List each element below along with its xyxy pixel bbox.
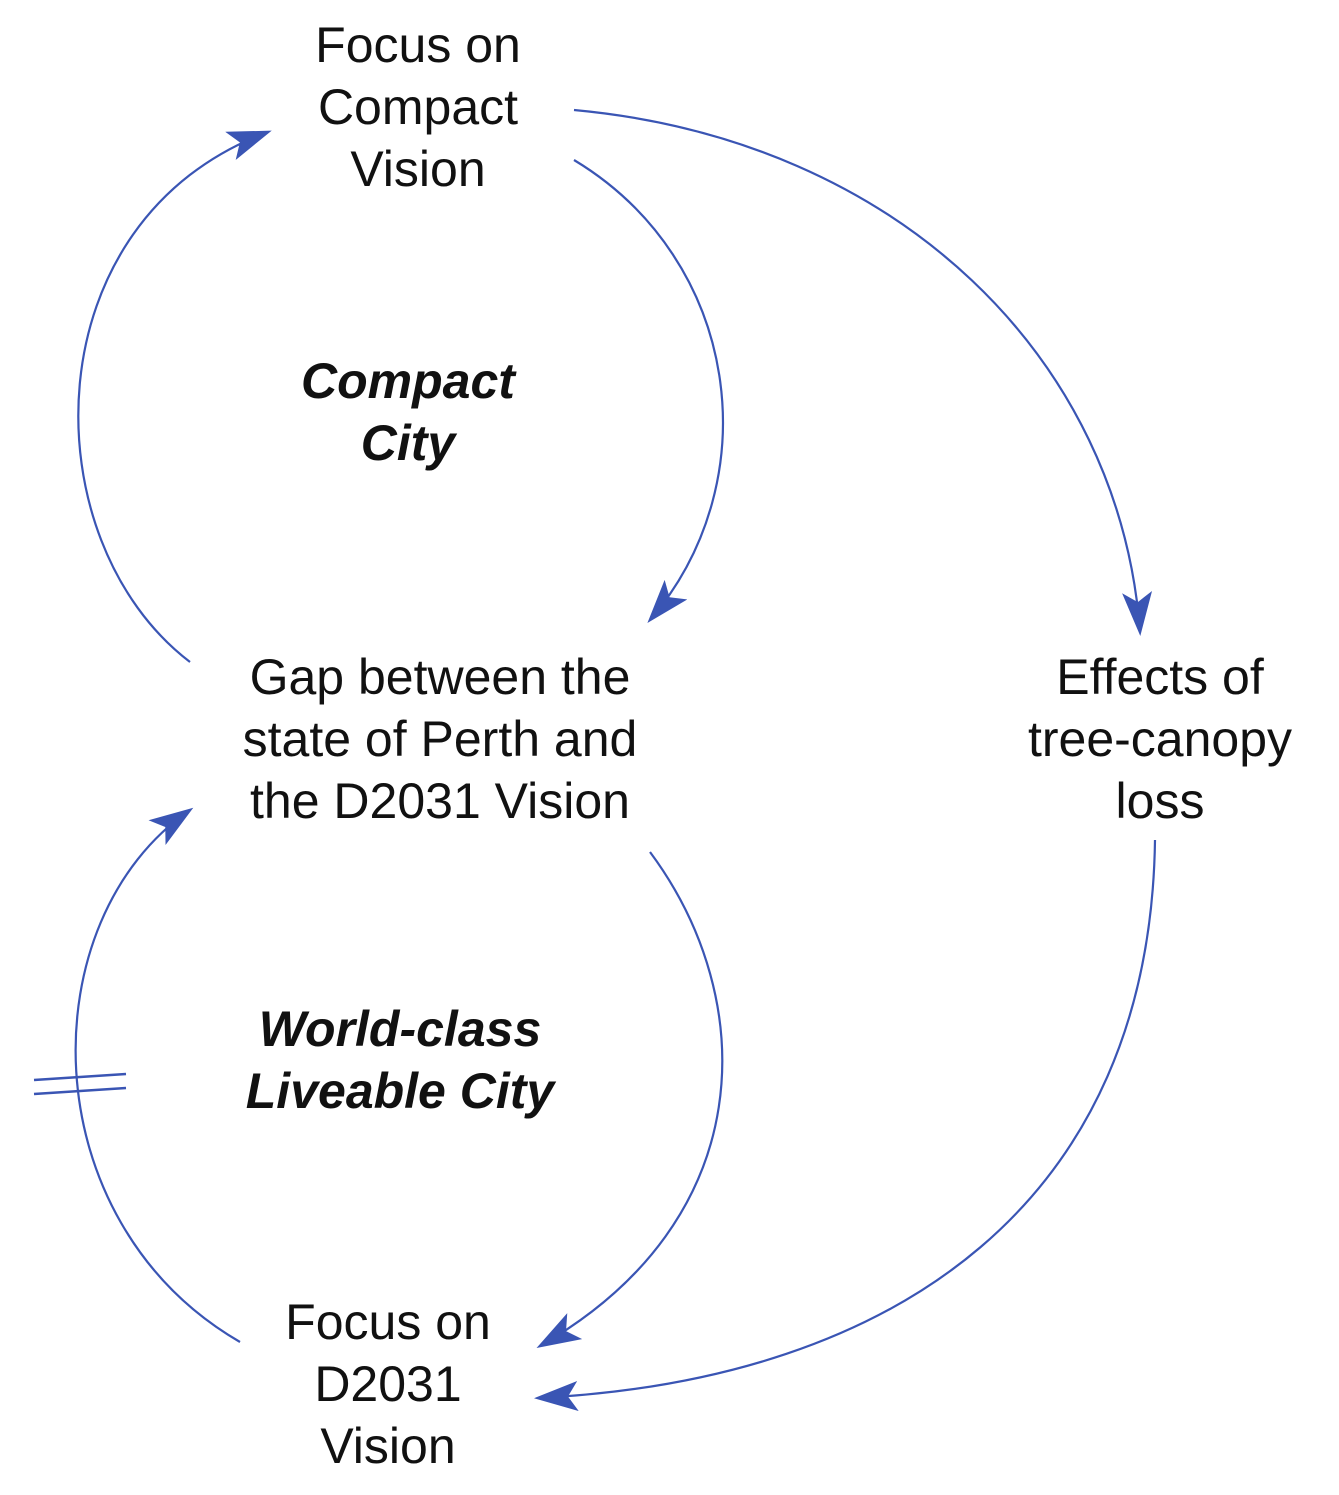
- node-label-line: Focus on: [285, 1294, 491, 1350]
- node-label-line: loss: [1115, 773, 1205, 829]
- node-focus-on-d2031-vision: Focus on D2031 Vision: [238, 1291, 538, 1477]
- node-label-line: Vision: [350, 141, 486, 197]
- link-focus-compact-to-gap: [573, 159, 724, 624]
- loop-label-world-class-liveable-city: World-class Liveable City: [200, 998, 600, 1122]
- node-label-line: the D2031 Vision: [250, 773, 630, 829]
- loop-label-compact-city: Compact City: [258, 350, 558, 474]
- loop-label-line: World-class: [258, 1001, 542, 1057]
- node-label-line: state of Perth and: [242, 711, 638, 767]
- node-label-line: Effects of: [1056, 649, 1264, 705]
- loop-label-line: Liveable City: [245, 1063, 555, 1119]
- node-label-line: Gap between the: [249, 649, 631, 705]
- node-focus-on-compact-vision: Focus on Compact Vision: [268, 14, 568, 200]
- loop-label-line: City: [360, 415, 456, 471]
- link-focus-compact-to-effects: [573, 108, 1152, 636]
- link-focus-d2031-to-gap: [74, 807, 241, 1343]
- link-effects-to-focus-d2031: [534, 839, 1157, 1411]
- node-effects-of-tree-canopy-loss: Effects of tree-canopy loss: [1000, 646, 1320, 832]
- node-label-line: Compact: [317, 79, 519, 135]
- link-gap-to-focus-d2031: [536, 851, 724, 1348]
- node-gap-perth-d2031: Gap between the state of Perth and the D…: [190, 646, 690, 832]
- node-label-line: Focus on: [315, 17, 521, 73]
- node-label-line: D2031: [314, 1356, 462, 1412]
- node-label-line: Vision: [320, 1418, 456, 1474]
- delay-mark: [33, 1072, 127, 1096]
- link-gap-to-focus-compact: [77, 130, 272, 663]
- loop-label-line: Compact: [301, 353, 515, 409]
- node-label-line: tree-canopy: [1027, 711, 1293, 767]
